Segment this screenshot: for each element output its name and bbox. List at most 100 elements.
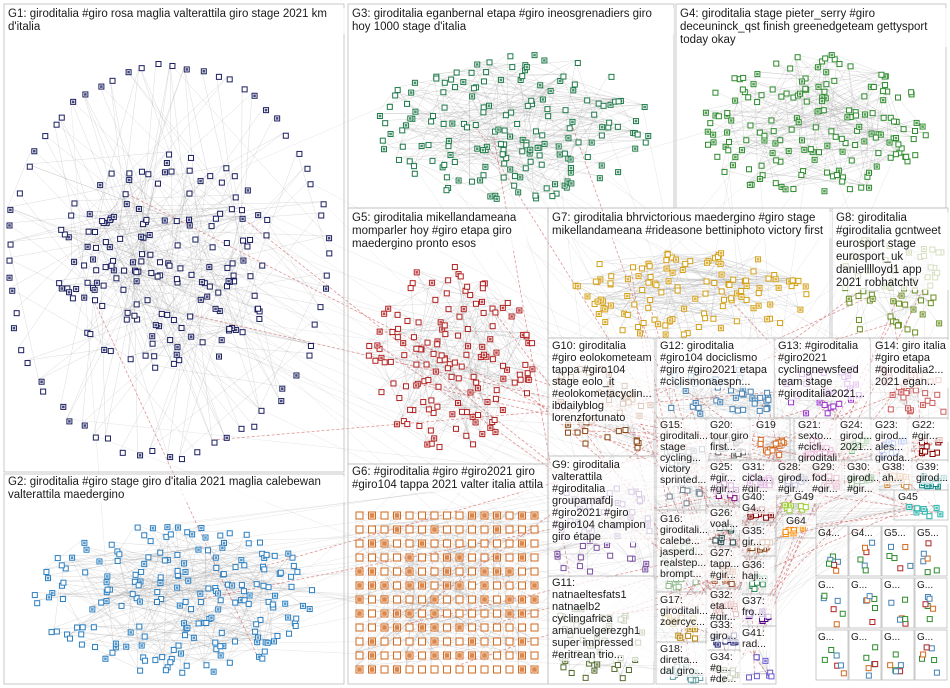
edge — [399, 127, 447, 139]
node-g1 — [326, 250, 333, 257]
edge — [136, 206, 256, 308]
edge — [58, 227, 232, 280]
node-g2 — [182, 598, 189, 605]
edge — [132, 579, 206, 587]
node-g3 — [532, 192, 539, 199]
edge — [120, 294, 205, 451]
node-g1 — [275, 117, 279, 120]
edge — [523, 119, 607, 141]
node-g2 — [182, 621, 186, 625]
node-g4 — [724, 110, 731, 117]
edge — [442, 104, 504, 113]
node-g1 — [255, 305, 262, 312]
node-g5 — [476, 386, 480, 390]
node-g13 — [804, 412, 808, 415]
node-g7 — [653, 282, 660, 289]
node-g8 — [887, 313, 894, 320]
node-g2 — [245, 540, 252, 547]
edge — [726, 124, 814, 140]
edge — [728, 505, 935, 527]
node-g1 — [244, 243, 251, 250]
edge — [124, 165, 225, 318]
node-g6 — [530, 553, 539, 562]
node-g6 — [405, 595, 414, 604]
node-g1 — [154, 180, 161, 187]
node-g3 — [543, 142, 546, 146]
node-g1 — [228, 206, 235, 213]
node-g2 — [265, 584, 272, 591]
node-g15 — [684, 487, 691, 494]
node-g2 — [176, 526, 180, 529]
node-g4 — [861, 93, 868, 100]
edge — [169, 63, 175, 353]
node-g3 — [394, 87, 401, 94]
node-g3 — [609, 103, 612, 107]
node-g6 — [532, 513, 537, 518]
edge — [808, 63, 849, 147]
node-g7 — [603, 308, 607, 311]
node-g6 — [443, 525, 451, 534]
edge — [221, 540, 292, 564]
node-g7 — [695, 324, 702, 331]
edge — [98, 83, 167, 153]
edge — [445, 365, 486, 400]
edge — [27, 164, 260, 409]
edge — [133, 269, 138, 453]
node-g3 — [443, 187, 450, 194]
edge — [93, 194, 234, 268]
node-g3 — [475, 63, 479, 66]
node-g2 — [192, 636, 196, 640]
node-g7 — [639, 287, 646, 294]
edge — [740, 86, 744, 138]
edge — [296, 151, 327, 251]
edge — [748, 477, 863, 611]
edge — [624, 293, 702, 312]
edge — [847, 63, 854, 110]
node-g4 — [721, 168, 728, 175]
edge — [711, 280, 860, 439]
node-g2 — [289, 554, 296, 561]
node-g5 — [505, 368, 509, 372]
node-g3 — [500, 174, 507, 181]
node-g7 — [752, 306, 755, 310]
node-g5 — [424, 339, 431, 346]
node-g3 — [543, 185, 550, 192]
node-g6 — [468, 539, 476, 548]
edge — [219, 133, 284, 181]
edge — [220, 633, 276, 644]
node-g19 — [769, 447, 776, 454]
node-g1 — [145, 171, 152, 178]
node-g1 — [170, 317, 177, 324]
node-g3 — [584, 97, 591, 104]
node-g3 — [570, 182, 573, 185]
edge — [219, 603, 301, 631]
edge — [132, 267, 762, 547]
edge — [103, 177, 127, 240]
edge — [429, 147, 528, 159]
node-g8 — [912, 329, 919, 336]
edge — [111, 201, 125, 215]
node-g15 — [683, 500, 690, 507]
edge — [758, 108, 817, 164]
node-g2 — [104, 586, 111, 593]
node-g1 — [108, 170, 115, 177]
node-g1 — [218, 309, 222, 313]
edge — [734, 272, 772, 292]
node-g3 — [633, 147, 637, 150]
node-g4 — [836, 61, 843, 68]
node-g6 — [468, 609, 476, 618]
node-g5 — [510, 315, 513, 318]
edge — [92, 297, 102, 348]
node-g1 — [206, 283, 213, 290]
node-g7 — [804, 285, 808, 288]
node-g10 — [615, 428, 622, 435]
node-g6 — [380, 637, 389, 646]
edge — [374, 342, 493, 418]
node-g2 — [114, 645, 118, 649]
node-g6 — [443, 609, 451, 618]
node-g12 — [734, 407, 741, 414]
node-g7 — [730, 276, 737, 283]
node-g6 — [519, 639, 525, 644]
node-g5 — [486, 400, 489, 404]
edge — [412, 59, 488, 172]
